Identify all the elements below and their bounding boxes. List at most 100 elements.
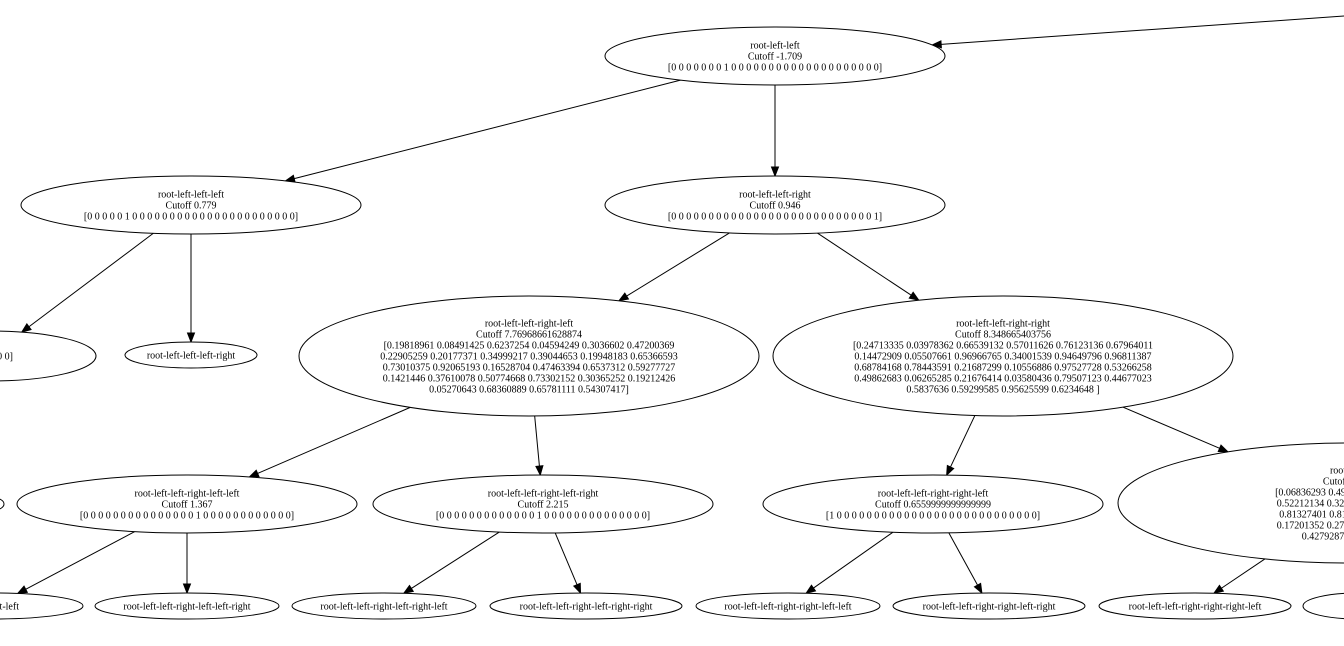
node-ellipse — [772, 295, 1234, 417]
tree-edge — [248, 406, 411, 478]
node-cutoff: Cutoff 7.76968661628874 — [476, 330, 582, 341]
arrowhead-icon — [1212, 584, 1225, 595]
node-cutoff: Cutoff -1.709 — [748, 52, 802, 63]
arrowhead-icon — [16, 585, 29, 595]
node-values: [0 0 0 0 0 0 0 1 0 0 0 0 0 0 0 0 0 0 0 0… — [668, 63, 882, 74]
node-cutoff: Cutoff 1.367 — [162, 500, 213, 511]
node-values: [0.24713335 0.03978362 0.66539132 0.5701… — [853, 341, 1153, 352]
node-label: root-left-left-right-left-right-left — [320, 602, 447, 613]
node-ellipse — [372, 474, 714, 534]
node-ellipse — [1302, 592, 1344, 620]
tree-edge — [20, 232, 154, 333]
node-cutoff: Cutoff 8.348665403756 — [955, 330, 1051, 341]
tree-node: root-left-left-left-right — [124, 341, 258, 369]
node-values: [1 0 0 0 0 0 0 0 0 0 0 0 0 0 0 0 0 0 0 0… — [826, 511, 1040, 522]
tree-node-partial — [0, 498, 5, 510]
arrowhead-icon — [186, 332, 196, 344]
node-ellipse — [604, 175, 946, 235]
node-label: root-left-left — [750, 41, 800, 52]
tree-edge — [817, 232, 920, 301]
node-values: [0 0 0 0 0 1 0 0 0 0 0 0 0 0 0 0 0 0 0 0… — [84, 212, 298, 223]
node-ellipse — [298, 295, 760, 417]
tree-edge — [1122, 406, 1230, 453]
edge-line — [28, 232, 154, 328]
node-values: [0 0 0 0 0 0 0 0 0 0 0 0 0 0 0 1 0 0 0 0… — [80, 511, 294, 522]
node-cutoff: Cutoff 0.6559999999999999 — [875, 500, 991, 511]
node-cutoff: Cutoff 2.215 — [518, 500, 569, 511]
arrowhead-icon — [617, 292, 630, 302]
tree-node: root-left-left-right-left-left-right — [94, 592, 280, 620]
tree-edge — [930, 15, 1344, 49]
edge-line — [534, 415, 540, 467]
node-ellipse — [94, 592, 280, 620]
node-values: 0.68784168 0.78443591 0.21687299 0.10556… — [854, 363, 1152, 374]
node-label: root-left-left-right-right-left — [878, 489, 989, 500]
node-values: 0.81327401 0.81657837 0.223332 — [1279, 510, 1344, 521]
tree-edge — [284, 79, 681, 183]
tree-edge — [617, 232, 730, 302]
node-values: 0.14472909 0.05507661 0.96966765 0.34001… — [854, 352, 1151, 363]
edge-line — [626, 232, 730, 297]
tree-node: root-left-left-right-right-left-left — [695, 592, 881, 620]
tree-edge — [804, 531, 894, 595]
node-values: 0.1421446 0.37610078 0.50774668 0.733021… — [383, 374, 676, 385]
tree-edge — [534, 415, 544, 477]
tree-node: -left-left-left — [0, 592, 84, 620]
tree-edge — [182, 533, 192, 595]
node-ellipse — [762, 474, 1104, 534]
tree-node: roo — [1302, 592, 1344, 620]
tree-node: root-left-left-right-right-left-right — [892, 592, 1086, 620]
node-ellipse — [604, 26, 946, 86]
node-label: root-left-left-right-left-right-right — [520, 602, 653, 613]
node-label: root-left-left-right-left-right — [488, 489, 599, 500]
edge-line — [1122, 406, 1220, 449]
arrowhead-icon — [1217, 444, 1230, 453]
arrowhead-icon — [973, 582, 983, 595]
arrowhead-icon — [770, 166, 780, 178]
node-label: root-left-left-left — [158, 190, 224, 201]
node-label: root-left-left-right-left-left-right — [123, 602, 250, 613]
edge-line — [25, 531, 136, 590]
node-ellipse — [892, 592, 1086, 620]
node-values: 0.5837636 0.59299585 0.95625599 0.623464… — [906, 385, 1099, 396]
node-ellipse — [20, 175, 362, 235]
tree-edge — [946, 415, 976, 477]
edge-line — [817, 232, 912, 296]
node-label: root-left- — [1330, 466, 1344, 477]
tree-edge — [770, 85, 780, 178]
tree-node: root-left-Cutoff 11.11[0.06836293 0.4959… — [1117, 442, 1344, 564]
edge-line — [813, 531, 894, 589]
node-values: [0 0 0 0 0 0 0 0 0 0 0 0 0 0 0 0 0 0 0 0… — [668, 212, 882, 223]
node-ellipse — [291, 592, 477, 620]
node-label: root-left-left-right-right — [956, 319, 1050, 330]
edge-line — [257, 406, 411, 474]
tree-node: root-left-left-right-left-right-left — [291, 592, 477, 620]
node-cutoff: Cutoff 11.11 — [1323, 477, 1344, 488]
tree-node: 0 0 0 0 0 0] — [0, 330, 97, 382]
node-values: 0.49862683 0.06265285 0.21676414 0.03580… — [854, 374, 1152, 385]
node-label: root-left-left-right-right-left-left — [724, 602, 851, 613]
node-values: 0.42792879 0.0020983 — [1302, 532, 1344, 543]
node-ellipse — [0, 592, 84, 620]
node-label: root-left-left-left-right — [147, 351, 236, 362]
arrowhead-icon — [946, 464, 955, 477]
arrowhead-icon — [535, 465, 544, 477]
node-values: 0.17201352 0.27196419 0.5501375 — [1277, 521, 1344, 532]
node-ellipse — [1117, 442, 1344, 564]
node-label: root-left-left-right-right-right-left — [1129, 602, 1262, 613]
edge-line — [411, 531, 500, 589]
edge-line — [1221, 558, 1266, 589]
node-values: [0.19818961 0.08491425 0.6237254 0.04594… — [384, 341, 675, 352]
node-label: root-left-left-right-left — [485, 319, 574, 330]
node-label: -left-left-left — [0, 602, 19, 613]
arrowhead-icon — [20, 323, 32, 333]
node-ellipse — [124, 341, 258, 369]
